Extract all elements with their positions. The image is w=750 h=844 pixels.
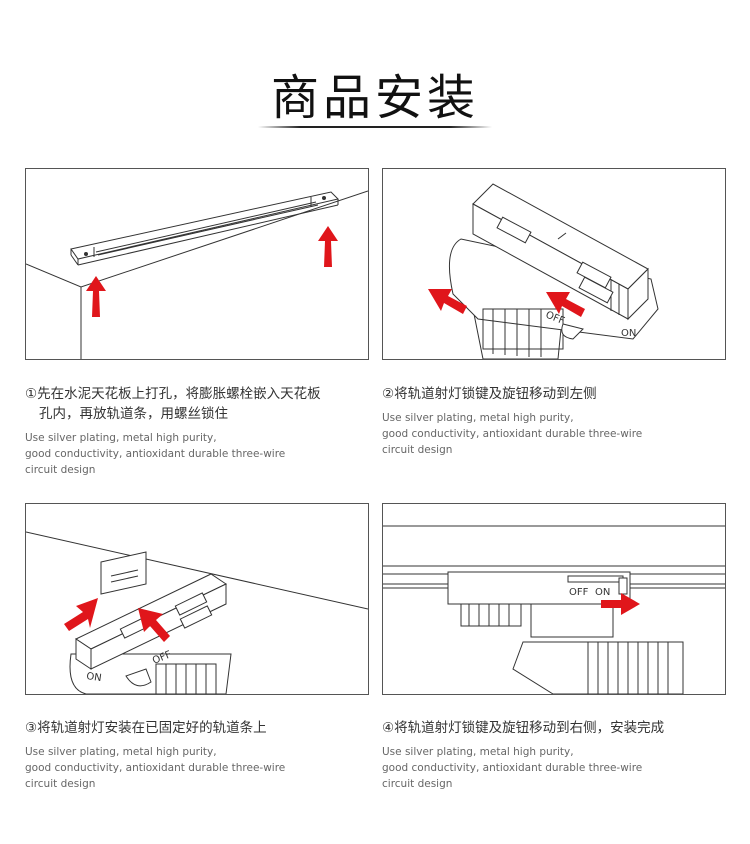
- step2-desc-line: circuit design: [382, 444, 453, 456]
- step4-caption: ④将轨道射灯锁键及旋钮移动到右侧，安装完成 Use silver plating…: [382, 718, 727, 792]
- arrow-up-right-icon: [64, 598, 170, 642]
- arrow-left-icon: [428, 289, 585, 317]
- step4-title: ④将轨道射灯锁键及旋钮移动到右侧，安装完成: [382, 720, 665, 736]
- step1-title-cont: 孔内，再放轨道条，用螺丝锁住: [39, 406, 228, 422]
- step3-illustration: ON OFF: [25, 503, 369, 695]
- on-label: ON: [86, 671, 103, 684]
- step3-desc-line: Use silver plating, metal high purity,: [25, 746, 217, 758]
- arrow-right-icon: [601, 593, 640, 615]
- step3-title: ③将轨道射灯安装在已固定好的轨道条上: [25, 720, 267, 736]
- step4-desc-line: good conductivity, antioxidant durable t…: [382, 762, 643, 774]
- step4-illustration: OFF ON: [382, 503, 726, 695]
- step2-desc-line: good conductivity, antioxidant durable t…: [382, 428, 643, 440]
- step1-desc-line: circuit design: [25, 464, 96, 476]
- page-title: 商品安装: [270, 70, 479, 126]
- step2-desc-line: Use silver plating, metal high purity,: [382, 412, 574, 424]
- step2-title: ②将轨道射灯锁键及旋钮移动到左侧: [382, 386, 597, 402]
- step3-desc-line: circuit design: [25, 778, 96, 790]
- step1-title: ①先在水泥天花板上打孔，将膨胀螺栓嵌入天花板: [25, 386, 321, 402]
- step3-desc-line: good conductivity, antioxidant durable t…: [25, 762, 286, 774]
- step3-caption: ③将轨道射灯安装在已固定好的轨道条上 Use silver plating, m…: [25, 718, 370, 792]
- on-label: ON: [621, 328, 636, 339]
- step4-desc-line: circuit design: [382, 778, 453, 790]
- step1-desc-line: good conductivity, antioxidant durable t…: [25, 448, 286, 460]
- step2-caption: ②将轨道射灯锁键及旋钮移动到左侧 Use silver plating, met…: [382, 384, 727, 458]
- step2-illustration: OFF ON: [382, 168, 726, 360]
- on-label: ON: [595, 587, 610, 598]
- arrow-up-icon: [86, 226, 338, 317]
- step1-caption: ①先在水泥天花板上打孔，将膨胀螺栓嵌入天花板 孔内，再放轨道条，用螺丝锁住 Us…: [25, 384, 370, 478]
- step1-desc-line: Use silver plating, metal high purity,: [25, 432, 217, 444]
- step4-desc-line: Use silver plating, metal high purity,: [382, 746, 574, 758]
- step1-illustration: [25, 168, 369, 360]
- off-label: OFF: [569, 587, 589, 598]
- title-underline: [258, 126, 492, 128]
